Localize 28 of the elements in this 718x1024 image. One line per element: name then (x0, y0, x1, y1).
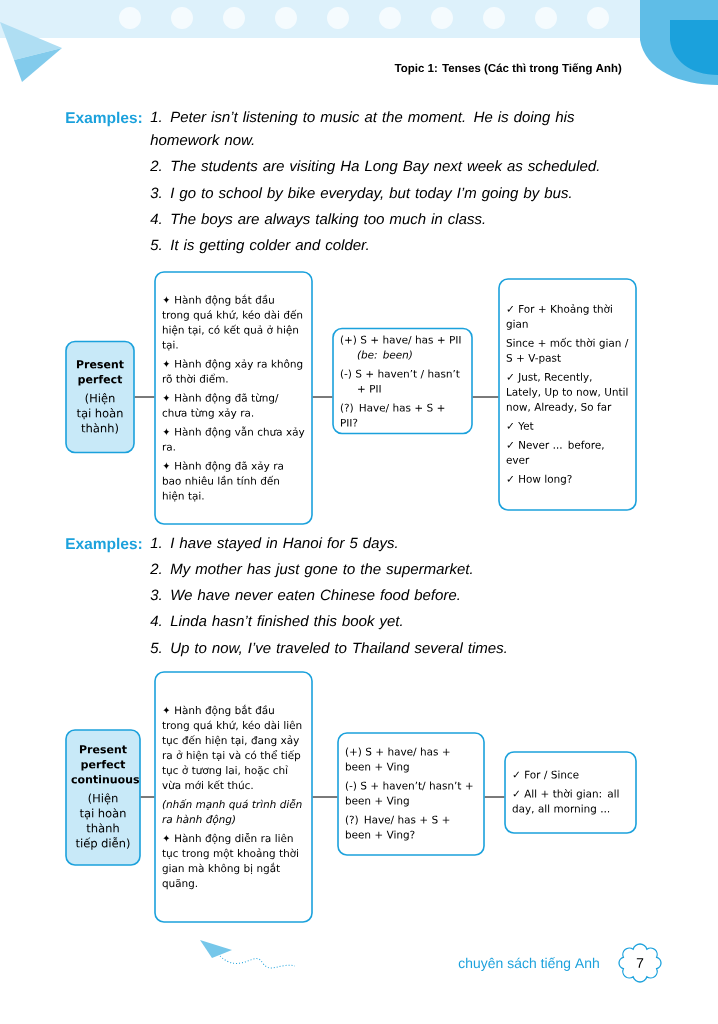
example-sentence: 3. We have never eaten Chinese food before. (150, 589, 460, 601)
example-sentence: 4. The boys are always talking too much in class. (150, 213, 485, 228)
usage-box: ✦ Hành động bắt đầu trong quá khứ, kéo dài liên tục đến hiện tại, đang xảy ra ở hiện tại và có thể tiếp tục ở tương lai, hoặc chỉ vừa mới kết thúc. (nhấn mạnh quá trình diễn ra hành động) ✦ Hành động diễn ra liên tục trong một khoảng thời gian mà không bị ngắt quãng. (154, 671, 313, 923)
example-sentence: 2. My mother has just gone to the supermarket. (150, 563, 472, 578)
connector-line (472, 396, 499, 398)
example-sentence: 5. Up to now, I’ve traveled to Thailand several times. (150, 642, 506, 657)
example-sentence: 5. It is getting colder and colder. (150, 239, 368, 254)
usage-box: ✦ Hành động bắt đầu trong quá khứ, kéo dài đến hiện tại, có kết quả ở hiện tại. ✦ Hành động xảy ra không rõ thời điểm. ✦ Hành động đã từng/ chưa từng xảy ra. ✦ Hành động vẫn chưa xảy ra. ✦ Hành động đã xảy ra bao nhiêu lần tính đến hiện tại. (154, 271, 313, 525)
example-sentence: 1. Peter isn’t listening to music at the moment. He is doing his homework now. (150, 111, 575, 146)
formula-box: (+) S + have/ has + been + Ving (-) S + haven’t/ hasn’t + been + Ving (?) Have/ has + S + been + Ving? (337, 732, 485, 856)
footer-text: chuyên sách tiếng Anh (458, 957, 599, 971)
example-sentence: 3. I go to school by bike everyday, but today I’m going by bus. (150, 187, 571, 202)
signal-words-box: ✓ For / Since ✓ All + thời gian: all day, all morning ... (504, 751, 637, 834)
page-title: Topic 1: Tenses (Các thì trong Tiếng Anh) (394, 63, 622, 75)
connector-line (484, 796, 505, 798)
tense-box: Present perfect (Hiện tại hoàn thành) (65, 340, 135, 454)
examples-heading: Examples: (66, 111, 142, 127)
connector-line (140, 796, 155, 798)
connector-line (312, 396, 333, 398)
connector-line (134, 396, 155, 398)
examples-heading: Examples: (66, 537, 142, 553)
page-number: 7 (618, 943, 662, 983)
formula-box: (+) S + have/ has + PII (be: been) (-) S + haven’t / hasn’t + PII (?) Have/ has + S + PII? (332, 327, 473, 435)
example-sentence: 2. The students are visiting Ha Long Bay next week as scheduled. (150, 160, 599, 175)
signal-words-box: ✓ For + Khoảng thời gian Since + mốc thời gian / S + V-past ✓ Just, Recently, Lately, Up to now, Until now, Already, So far ✓ Yet ✓ Never ... before, ever ✓ How long? (498, 278, 637, 511)
example-sentence: 4. Linda hasn’t finished this book yet. (150, 615, 402, 630)
connector-line (312, 796, 338, 798)
tense-box: Present perfect continuous (Hiện tại hoàn thành tiếp diễn) (65, 729, 141, 866)
